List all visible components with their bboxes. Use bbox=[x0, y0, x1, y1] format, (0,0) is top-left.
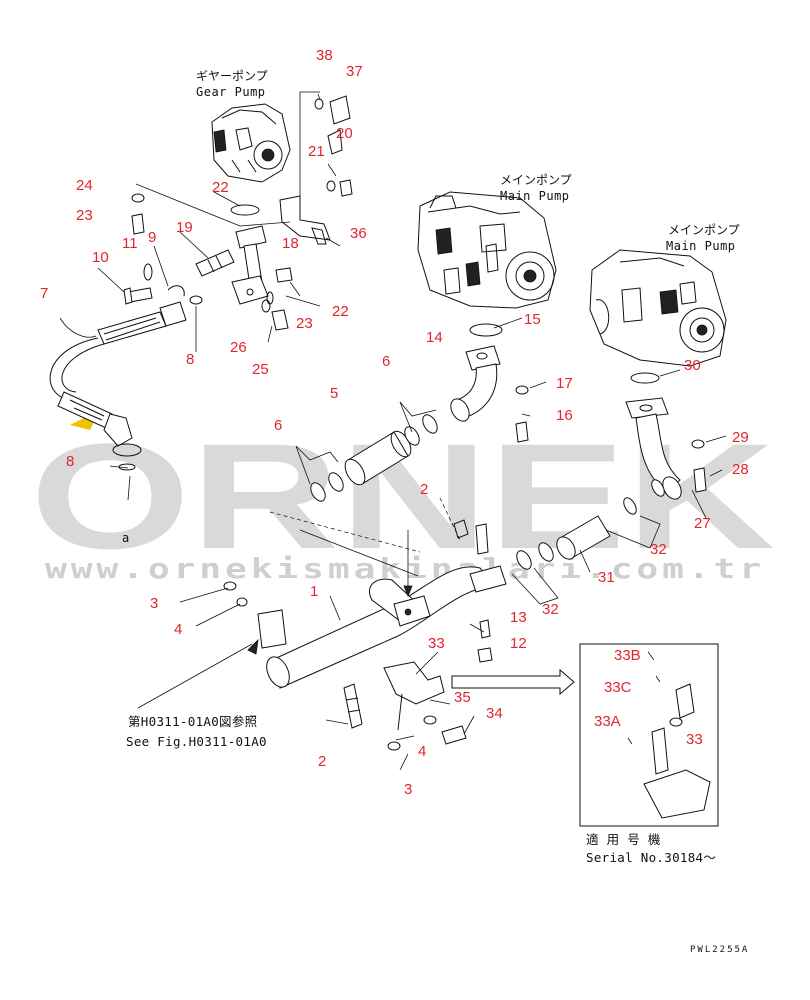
callout-15: 15 bbox=[524, 311, 541, 328]
pipe-1 bbox=[266, 497, 507, 689]
callout-36: 36 bbox=[350, 225, 367, 242]
inset-box bbox=[579, 643, 719, 827]
watermark: ORNEK www.ornekismakinalari.com.tr bbox=[30, 410, 775, 585]
callout-31: 31 bbox=[598, 569, 615, 586]
callout-27: 27 bbox=[694, 515, 711, 532]
callout-22-top: 22 bbox=[212, 179, 229, 196]
serial-label-en: Serial No.30184～ bbox=[586, 850, 716, 865]
main-pump-right bbox=[589, 249, 727, 384]
callout-32-right: 32 bbox=[650, 541, 667, 558]
bracket-left bbox=[223, 581, 287, 649]
callout-10: 10 bbox=[92, 249, 109, 266]
gear-pump bbox=[211, 103, 291, 216]
callout-1: 1 bbox=[310, 583, 318, 600]
callout-12: 12 bbox=[510, 635, 527, 652]
main-pump-right-label-jp: メインポンプ bbox=[668, 223, 740, 237]
hose-2 bbox=[343, 683, 363, 729]
main-pump-right-label-en: Main Pump bbox=[666, 239, 736, 253]
main-pump-center bbox=[417, 191, 557, 337]
callout-25: 25 bbox=[252, 361, 269, 378]
leader-lines bbox=[59, 93, 727, 771]
callout-5: 5 bbox=[330, 385, 338, 402]
callout-8-bottom: 8 bbox=[66, 453, 74, 470]
callout-4-bottom: 4 bbox=[418, 743, 426, 760]
callout-23-right: 23 bbox=[296, 315, 313, 332]
callout-34: 34 bbox=[486, 705, 503, 722]
callout-2-bottom: 2 bbox=[318, 753, 326, 770]
callout-26: 26 bbox=[230, 339, 247, 356]
callout-16: 16 bbox=[556, 407, 573, 424]
callout-11: 11 bbox=[122, 235, 138, 252]
hose-7 bbox=[49, 301, 187, 471]
hose-5-clamps-6 bbox=[310, 414, 438, 502]
bolts-10-9 bbox=[123, 263, 185, 305]
callout-28: 28 bbox=[732, 461, 749, 478]
callout-33C: 33C bbox=[604, 679, 632, 696]
callout-32-bottom: 32 bbox=[542, 601, 559, 618]
callout-35: 35 bbox=[454, 689, 471, 706]
callout-19: 19 bbox=[176, 219, 193, 236]
main-pump-center-label-en: Main Pump bbox=[500, 189, 570, 203]
callout-30: 30 bbox=[684, 357, 701, 374]
elbow-14 bbox=[450, 345, 501, 422]
callout-38: 38 bbox=[316, 47, 333, 64]
callout-24: 24 bbox=[76, 177, 93, 194]
callout-29: 29 bbox=[732, 429, 749, 446]
callout-33A: 33A bbox=[594, 713, 621, 730]
bracket-33 bbox=[383, 619, 493, 751]
callout-37: 37 bbox=[346, 63, 363, 80]
callout-33B: 33B bbox=[614, 647, 641, 664]
pipe-18 bbox=[231, 225, 269, 305]
callout-4-left: 4 bbox=[174, 621, 182, 638]
drawing-code: PWL2255A bbox=[690, 945, 749, 955]
callout-33-inset: 33 bbox=[686, 731, 703, 748]
callout-23-left: 23 bbox=[76, 207, 93, 224]
letter-a: a bbox=[122, 531, 130, 545]
callout-14: 14 bbox=[426, 329, 443, 346]
gear-pump-label-en: Gear Pump bbox=[196, 85, 266, 99]
callout-33: 33 bbox=[428, 635, 445, 652]
callout-22-right: 22 bbox=[332, 303, 349, 320]
callout-21: 21 bbox=[308, 143, 325, 160]
main-pump-center-label-jp: メインポンプ bbox=[500, 173, 572, 187]
callout-20: 20 bbox=[336, 125, 353, 142]
elbow-30 bbox=[625, 397, 682, 500]
callout-2-top: 2 bbox=[420, 481, 428, 498]
callout-6-right: 6 bbox=[382, 353, 390, 370]
figure-reference-jp: 第H0311-01A0図参照 bbox=[128, 714, 257, 729]
callout-6-left: 6 bbox=[274, 417, 282, 434]
figure-reference-en: See Fig.H0311-01A0 bbox=[126, 734, 267, 749]
callout-8-top: 8 bbox=[186, 351, 194, 368]
callout-3-left: 3 bbox=[150, 595, 158, 612]
callout-3-bottom: 3 bbox=[404, 781, 412, 798]
bracket-21 bbox=[279, 91, 353, 245]
inset-arrow bbox=[451, 668, 575, 696]
callout-7: 7 bbox=[40, 285, 48, 302]
callout-18: 18 bbox=[282, 235, 299, 252]
gear-pump-label-jp: ギヤーポンプ bbox=[196, 69, 268, 83]
serial-label-jp: 適 用 号 機 bbox=[586, 832, 661, 847]
callout-17: 17 bbox=[556, 375, 573, 392]
callouts: 1 2 2 3 3 4 4 5 6 6 7 8 8 9 10 11 12 13 … bbox=[40, 47, 749, 798]
hose-19 bbox=[195, 249, 235, 277]
watermark-url: www.ornekismakinalari.com.tr bbox=[45, 552, 765, 585]
misc-bolts bbox=[131, 193, 707, 493]
hose-31-clamps-32 bbox=[516, 479, 665, 570]
callout-13: 13 bbox=[510, 609, 527, 626]
callout-9: 9 bbox=[148, 229, 156, 246]
